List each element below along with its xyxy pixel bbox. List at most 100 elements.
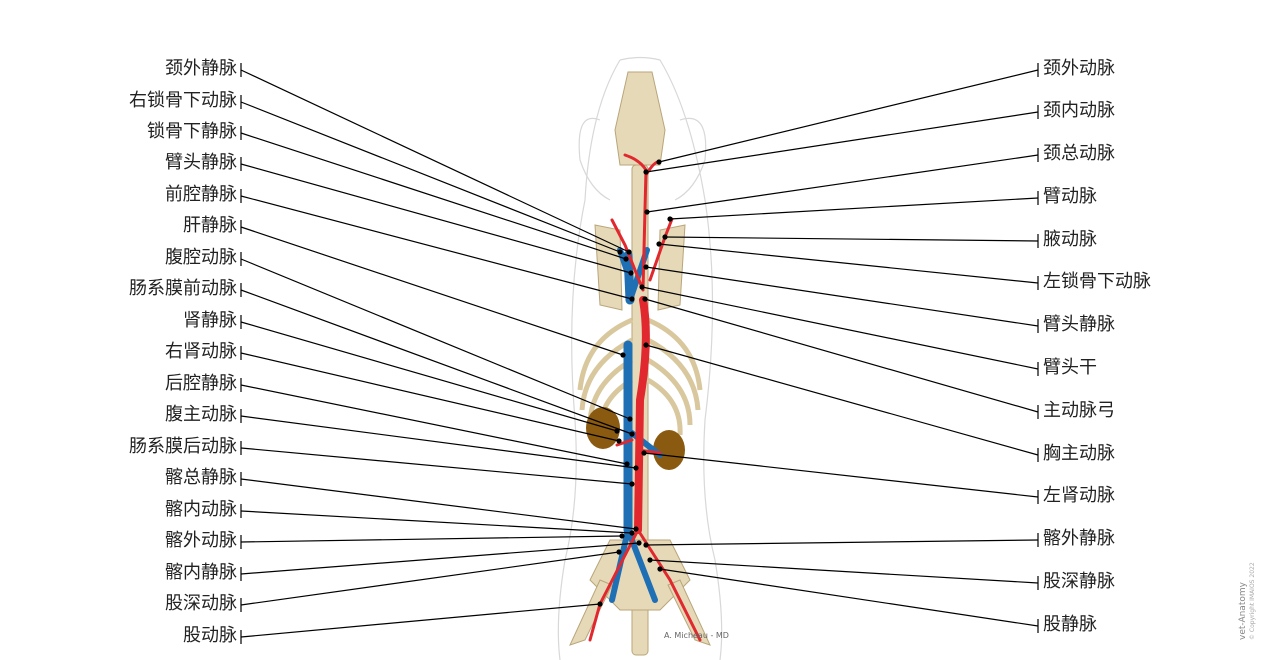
- left-label: 髂总静脉: [165, 467, 237, 488]
- left-label: 肠系膜前动脉: [129, 278, 237, 299]
- leader-line: [645, 266, 1039, 327]
- leader-line: [645, 344, 1039, 456]
- leader-line: [658, 243, 1039, 284]
- left-scapula: [594, 224, 623, 311]
- leader-endpoint: [629, 530, 635, 536]
- right-label: 股静脉: [1043, 614, 1097, 635]
- right-kidney: [586, 407, 620, 449]
- leader-line: [240, 447, 633, 485]
- leader-endpoint: [629, 296, 635, 302]
- watermark: vet-Anatomy© Copyright IMAIOS 2022: [1238, 562, 1258, 640]
- left-label: 颈外静脉: [165, 58, 237, 79]
- aorta: [634, 296, 650, 534]
- right-label: 主动脉弓: [1043, 400, 1115, 421]
- leader-line: [240, 226, 624, 356]
- right-label: 股深静脉: [1043, 571, 1115, 592]
- leader-endpoint: [642, 296, 648, 302]
- leader-endpoint: [616, 438, 622, 444]
- leader-line: [240, 542, 640, 575]
- leader-endpoint: [627, 416, 633, 422]
- leader-line: [669, 197, 1039, 220]
- kidneys: [586, 407, 685, 470]
- leader-endpoint: [644, 209, 650, 215]
- left-kidney: [653, 430, 685, 470]
- left-label: 股深动脉: [165, 593, 237, 614]
- watermark-brand: vet-Anatomy: [1238, 582, 1248, 640]
- leader-endpoint: [597, 601, 603, 607]
- leader-line: [658, 69, 1039, 163]
- leader-line: [240, 289, 633, 435]
- leader-line: [641, 286, 1039, 370]
- leader-line: [646, 154, 1039, 213]
- leader-line: [240, 415, 637, 469]
- leader-endpoint: [643, 542, 649, 548]
- left-label: 后腔静脉: [165, 373, 237, 394]
- leader-endpoint: [629, 431, 635, 437]
- right-label: 臂头干: [1043, 357, 1097, 378]
- leader-line: [240, 551, 620, 606]
- leader-endpoint: [623, 256, 629, 262]
- left-label: 肾静脉: [183, 310, 237, 331]
- leader-endpoint: [643, 169, 649, 175]
- left-label: 右肾动脉: [165, 341, 237, 362]
- right-label: 腋动脉: [1043, 229, 1097, 250]
- leader-line: [649, 559, 1039, 584]
- leader-line: [240, 535, 623, 543]
- left-femur: [569, 579, 613, 646]
- leader-endpoint: [617, 249, 623, 255]
- right-label: 颈内动脉: [1043, 100, 1115, 121]
- left-label: 前腔静脉: [165, 184, 237, 205]
- left-label: 髂内动脉: [165, 499, 237, 520]
- leader-endpoint: [619, 533, 625, 539]
- leader-line: [240, 603, 601, 638]
- skull: [614, 71, 666, 166]
- left-label: 锁骨下静脉: [147, 121, 237, 142]
- left-label: 髂内静脉: [165, 562, 237, 583]
- leader-endpoint: [636, 540, 642, 546]
- leader-endpoint: [639, 284, 645, 290]
- leader-endpoint: [616, 549, 622, 555]
- leader-endpoint: [643, 264, 649, 270]
- left-label: 肠系膜后动脉: [129, 436, 237, 457]
- leader-endpoint: [633, 526, 639, 532]
- leader-line: [664, 236, 1039, 242]
- right-label: 胸主动脉: [1043, 443, 1115, 464]
- leader-endpoint: [629, 481, 635, 487]
- leader-line: [240, 195, 633, 300]
- skeleton: [569, 71, 711, 656]
- leader-line: [644, 298, 1039, 413]
- left-label: 股动脉: [183, 625, 237, 646]
- leader-endpoint: [647, 557, 653, 563]
- leader-line: [240, 69, 630, 253]
- leader-endpoint: [628, 270, 634, 276]
- leader-endpoint: [641, 450, 647, 456]
- leader-endpoint: [657, 566, 663, 572]
- leader-endpoint: [614, 428, 620, 434]
- leader-line: [643, 452, 1039, 498]
- left-label: 右锁骨下动脉: [129, 90, 237, 111]
- leader-line: [645, 111, 1039, 173]
- left-label: 腹主动脉: [165, 404, 237, 425]
- right-label: 臂头静脉: [1043, 314, 1115, 335]
- leader-endpoint: [626, 249, 632, 255]
- leader-line: [240, 352, 620, 442]
- leader-line: [240, 163, 632, 274]
- leader-endpoint: [656, 241, 662, 247]
- leader-line: [645, 539, 1039, 546]
- left-label: 肝静脉: [183, 215, 237, 236]
- left-label: 髂外动脉: [165, 530, 237, 551]
- leader-endpoint: [656, 159, 662, 165]
- leader-line: [240, 258, 631, 420]
- left-label: 臂头静脉: [165, 152, 237, 173]
- leader-line: [240, 510, 633, 534]
- right-label: 臂动脉: [1043, 186, 1097, 207]
- watermark-copyright: © Copyright IMAIOS 2022: [1249, 562, 1256, 640]
- right-label: 左肾动脉: [1043, 485, 1115, 506]
- leader-endpoint: [620, 352, 626, 358]
- leader-endpoint: [643, 342, 649, 348]
- leader-line: [240, 384, 628, 465]
- leader-line: [240, 321, 618, 432]
- leader-endpoint: [667, 216, 673, 222]
